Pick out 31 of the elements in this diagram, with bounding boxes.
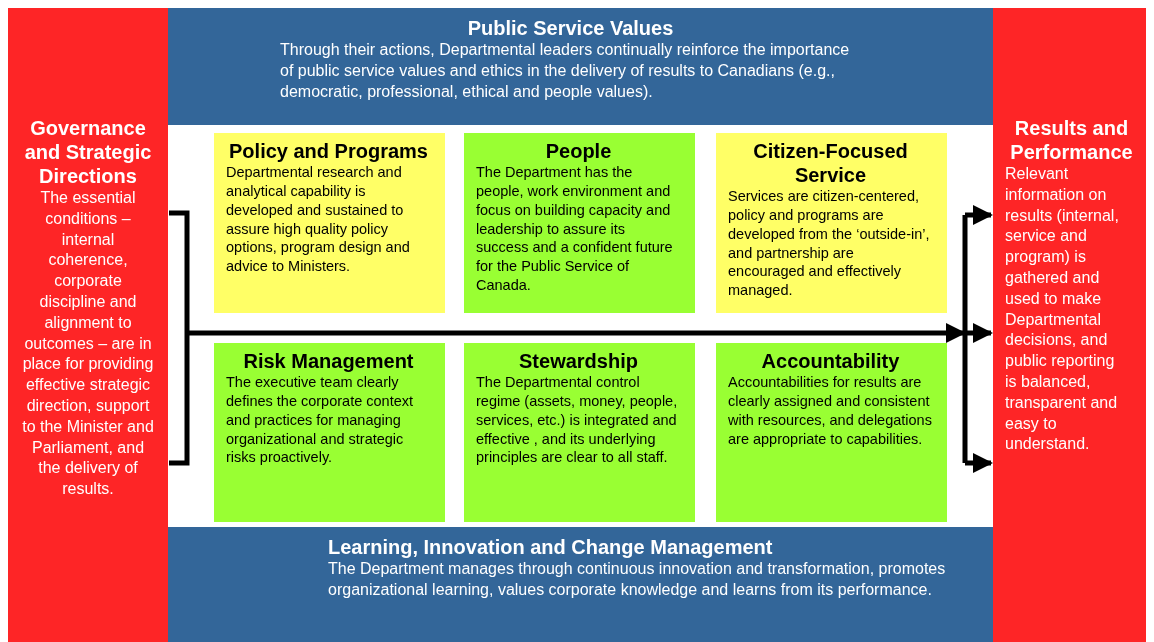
description: The Departmental control regime (assets, money, people, services, etc.) is integrated and effective , and its underlying principles are clear to all staff. xyxy=(476,373,679,468)
heading: Learning, Innovation and Change Management xyxy=(328,535,774,559)
description: The executive team clearly defines the corporate context and practices for managing organizational and strategic risks proactively. xyxy=(226,373,414,468)
heading: Governance and Strategic Directions xyxy=(23,116,153,188)
description: Departmental research and analytical capability is developed and sustained to assure high quality policy options, program design and advice to Ministers. xyxy=(226,163,411,277)
heading: Results and Performance xyxy=(1009,116,1134,164)
banner-panel xyxy=(168,527,993,642)
arrow xyxy=(187,323,966,343)
description: The Department has the people, work environment and focus on building capacity and leadership to assure its success and a confident future for the Public Service of Canada. xyxy=(476,163,674,295)
description: Through their actions, Departmental leaders continually reinforce the importance of public service values and ethics in the delivery of results to Canadians (e.g., democratic, professional, ethical and people values). xyxy=(280,40,851,102)
description: Services are citizen-centered, policy and programs are developed from the ‘outside-in’, and partnership are encouraged and effectively managed. xyxy=(728,187,931,301)
element-box xyxy=(464,133,695,313)
side-panel xyxy=(993,8,1146,642)
element-box xyxy=(716,343,947,522)
heading: Public Service Values xyxy=(466,16,675,40)
heading: Policy and Programs xyxy=(228,139,429,163)
element-box xyxy=(214,343,445,522)
description: The essential conditions – internal coherence, corporate discipline and alignment to outcomes – are in place for providing effective strategic direction, support to the Minister and Parliament, and the delivery of results. xyxy=(22,188,154,500)
description: Accountabilities for results are clearly assigned and consistent with resources, and delegations are appropriate to capabilities. xyxy=(728,373,933,449)
heading: Stewardship xyxy=(518,349,639,373)
element-box xyxy=(716,133,947,313)
heading: Accountability xyxy=(760,349,901,373)
heading: Risk Management xyxy=(242,349,415,373)
element-box xyxy=(464,343,695,522)
side-panel xyxy=(8,8,168,642)
heading: Citizen-Focused Service xyxy=(752,139,909,187)
banner-panel xyxy=(168,8,993,125)
description: The Department manages through continuous innovation and transformation, promotes organizational learning, values corporate knowledge and learns from its performance. xyxy=(328,559,947,600)
description: Relevant information on results (internal, service and program) is gathered and used to make Departmental decisions, and public reporting is balanced, transparent and easy to understand. xyxy=(1005,164,1120,455)
heading: People xyxy=(544,139,613,163)
element-box xyxy=(214,133,445,313)
